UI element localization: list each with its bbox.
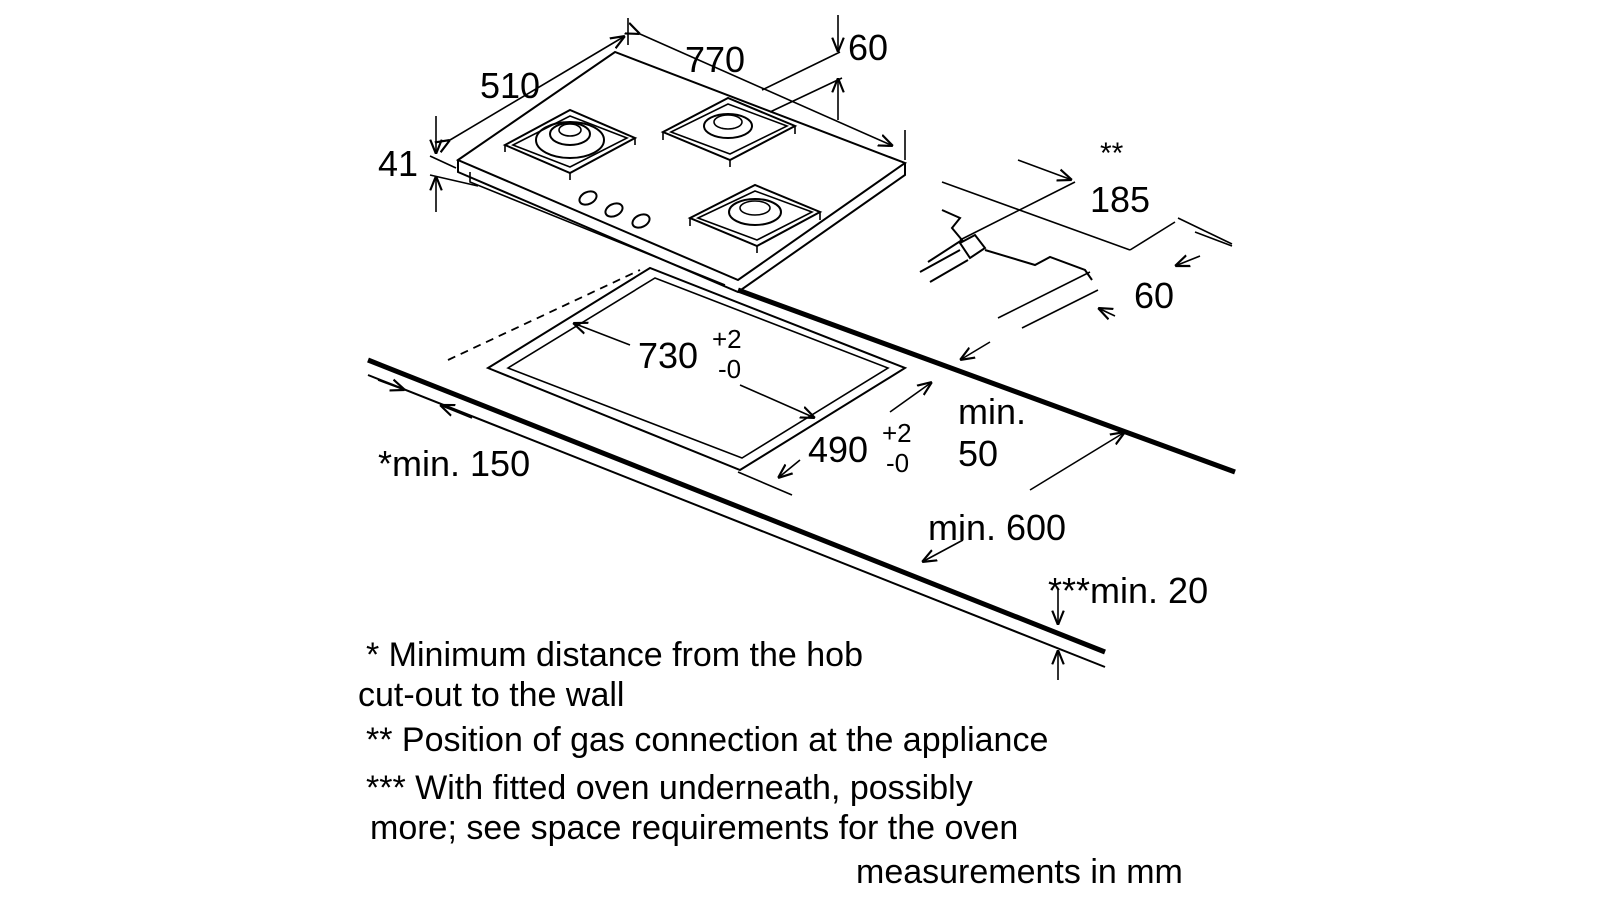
label-730-minus: -0: [718, 354, 741, 384]
dim-min-150: [377, 380, 473, 419]
burner-rear-right: [660, 96, 798, 167]
units-note: measurements in mm: [856, 853, 1183, 891]
label-770: 770: [685, 39, 745, 80]
label-gas-185: 185: [1090, 179, 1150, 220]
hob-underside: [469, 172, 726, 286]
worktop-front-edge: [367, 357, 1106, 655]
gas-fitting: [958, 233, 987, 260]
dim-min-600: [922, 432, 1125, 562]
hob-front-edge: [457, 160, 906, 294]
note-2: ** Position of gas connection at the app…: [366, 721, 1049, 759]
label-730-plus: +2: [712, 324, 742, 354]
dim-cutout-490: [737, 382, 932, 496]
label-490: 490: [808, 429, 868, 470]
label-min-50-line1: min.: [958, 391, 1026, 432]
dim-min-50: [960, 341, 991, 360]
label-510: 510: [480, 65, 540, 106]
label-490-minus: -0: [886, 448, 909, 478]
cutout: [485, 266, 908, 472]
dim-height-41: [430, 116, 479, 212]
dim-rear-60: [761, 15, 842, 120]
label-min-600: min. 600: [928, 507, 1066, 548]
note-1-line2: cut-out to the wall: [358, 676, 625, 714]
burner-front-right: [687, 183, 823, 253]
note-1-line1: * Minimum distance from the hob: [366, 636, 863, 674]
control-knobs: [578, 190, 651, 229]
label-gas-marker: **: [1100, 137, 1124, 170]
burner-rear-left: [502, 108, 638, 180]
wall-reference-line: [447, 269, 641, 361]
label-rear-60: 60: [848, 27, 888, 68]
gas-pipe: [927, 209, 964, 263]
note-3-line2: more; see space requirements for the ove…: [370, 809, 1019, 847]
dim-depth-510: [450, 36, 625, 140]
label-730: 730: [638, 335, 698, 376]
worktop-rear-edge: [737, 287, 1236, 475]
label-41: 41: [378, 143, 418, 184]
label-min-150: *min. 150: [378, 443, 530, 484]
worktop: [367, 269, 1236, 668]
label-490-plus: +2: [882, 418, 912, 448]
dim-width-770: [628, 18, 906, 160]
note-3-line1: *** With fitted oven underneath, possibl…: [366, 769, 973, 807]
label-min-50-line2: 50: [958, 433, 998, 474]
label-min-20: ***min. 20: [1048, 570, 1208, 611]
worktop-front-edge-lower: [367, 374, 1106, 668]
gas-connection: [919, 159, 1233, 329]
label-gas-60: 60: [1134, 275, 1174, 316]
dim-cutout-730: [573, 323, 815, 418]
